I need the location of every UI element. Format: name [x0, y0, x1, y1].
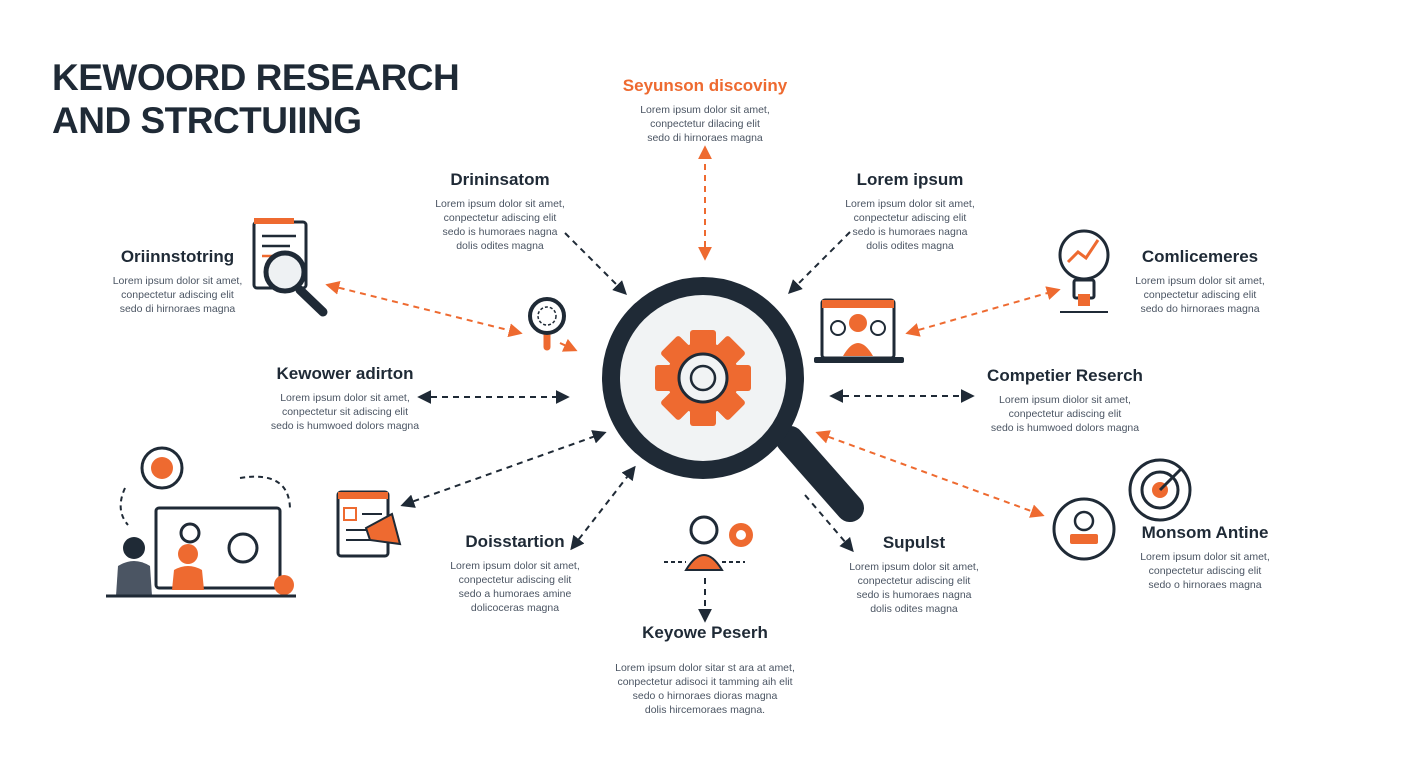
- node-right: Comlicemeres Lorem ipsum dolor sit amet,…: [1095, 247, 1305, 316]
- node-lower-right: Supulst Lorem ipsum dolor sit amet, conp…: [800, 533, 1028, 616]
- lightbulb-chart-icon: [1058, 229, 1110, 313]
- node-bottom: Keyowe Peserh Lorem ipsum dolor sitar st…: [560, 623, 850, 717]
- node-text: Lorem ipsum dolor sit amet,: [280, 392, 410, 404]
- node-heading: Doisstartion: [465, 532, 565, 551]
- node-text: Lorem ipsum dolor sit amet,: [435, 198, 565, 210]
- node-text: conpectetur adiscing elit: [857, 575, 971, 587]
- node-heading: Monsom Antine: [1141, 523, 1269, 542]
- node-heading: Oriinnstotring: [120, 247, 235, 266]
- node-text: conpectetur sit adiscing elit: [281, 406, 409, 418]
- node-text: sedo di hirnoraes magna: [647, 132, 763, 144]
- arrow-lower-right: [804, 494, 854, 553]
- node-text: dolis odites magna: [866, 240, 954, 252]
- document-search-icon: [252, 218, 328, 317]
- node-upper-left: Drininsatom Lorem ipsum dolor sit amet, …: [385, 170, 615, 253]
- node-heading: Comlicemeres: [1141, 247, 1259, 266]
- node-text: dolis odites magna: [456, 240, 544, 252]
- node-text: sedo is humoraes nagna: [856, 589, 972, 601]
- node-heading: Supulst: [882, 533, 946, 552]
- node-heading: Seyunson discoviny: [622, 76, 788, 95]
- node-text: Lorem ipsum dolor sitar st ara at amet,: [615, 662, 795, 674]
- node-text: sedo do hirnoraes magna: [1140, 303, 1260, 315]
- node-text: Lorem ipsum dolor sit amet,: [1135, 275, 1265, 287]
- arrow-left: [325, 280, 523, 338]
- target-icon: [1128, 458, 1192, 522]
- arrow-lower-center-left: [570, 465, 636, 551]
- node-text: sedo di hirnoraes magna: [119, 303, 236, 315]
- title-line-1: KEWOORD RESEARCH: [52, 57, 460, 98]
- node-text: Lorem ipsum dolor sit amet,: [1140, 551, 1270, 563]
- node-text: dolis odites magna: [870, 603, 958, 615]
- central-magnifier-icon: [602, 277, 864, 522]
- node-heading: Drininsatom: [450, 170, 550, 189]
- node-far-lower-right: Monsom Antine Lorem ipsum dolor sit amet…: [1095, 523, 1315, 592]
- arrow-lower-left: [400, 430, 607, 508]
- node-text: conpectetur adiscing elit: [1008, 408, 1122, 420]
- node-text: Lorem ipsum dolor sit amet,: [640, 104, 770, 116]
- node-text: Lorem ipsum dolor sit amet,: [849, 561, 979, 573]
- arrow-upper-right: [788, 231, 851, 294]
- node-mid-left: Kewower adirton Lorem ipsum dolor sit am…: [205, 364, 485, 433]
- node-text: conpectetur adisoci it tamming aih elit: [617, 676, 793, 688]
- node-text: dolis hircemoraes magna.: [644, 704, 766, 716]
- node-text: Lorem ipsum dolor sit amet,: [845, 198, 975, 210]
- node-heading: Competier Reserch: [987, 366, 1143, 385]
- node-text: conpectetur adiscing elit: [443, 212, 557, 224]
- node-text: dolicoceras magna: [470, 602, 560, 614]
- node-text: conpectetur adiscing elit: [1148, 565, 1262, 577]
- team-workspace-icon: [106, 446, 296, 598]
- arrow-magnifier-small: [559, 338, 578, 352]
- node-text: Lorem ipsum diolor sit amet,: [999, 394, 1131, 406]
- person-idea-icon: [664, 515, 753, 571]
- node-heading: Lorem ipsum: [856, 170, 964, 189]
- node-text: conpectetur adiscing elit: [121, 289, 234, 301]
- node-text: sedo is humwoed dolors magna: [990, 422, 1140, 434]
- node-text: conpectetur adiscing elit: [853, 212, 967, 224]
- gear-icon: [655, 330, 751, 426]
- node-mid-right: Competier Reserch Lorem ipsum diolor sit…: [935, 366, 1195, 435]
- arrow-far-right: [815, 430, 1045, 518]
- node-upper-right: Lorem ipsum Lorem ipsum dolor sit amet, …: [795, 170, 1025, 253]
- node-heading: Kewower adirton: [276, 364, 414, 383]
- arrow-right: [905, 286, 1061, 337]
- video-meeting-icon: [814, 298, 904, 363]
- node-text: sedo o hirnoraes dioras magna: [632, 690, 778, 702]
- node-text: conpectetur adiscing elit: [458, 574, 572, 586]
- node-top: Seyunson discoviny Lorem ipsum dolor sit…: [565, 76, 845, 145]
- title-line-2: AND STRCTUIING: [52, 100, 362, 141]
- node-text: sedo o hirnoraes magna: [1148, 579, 1262, 591]
- node-left: Oriinnstotring Lorem ipsum dolor sit ame…: [75, 247, 280, 316]
- node-text: Lorem ipsum dolor sit amet,: [112, 275, 243, 287]
- node-text: sedo a humoraes amine: [458, 588, 572, 600]
- node-text: sedo is humoraes nagna: [442, 226, 558, 238]
- arrow-upper-left: [564, 232, 627, 295]
- node-heading: Keyowe Peserh: [642, 623, 768, 642]
- node-text: sedo is humoraes nagna: [852, 226, 968, 238]
- node-text: Lorem ipsum dolor sit amet,: [450, 560, 580, 572]
- node-text: conpectetur dilacing elit: [650, 118, 760, 130]
- checklist-megaphone-icon: [336, 490, 402, 558]
- node-text: conpectetur adiscing elit: [1143, 289, 1257, 301]
- page-title: KEWOORD RESEARCH AND STRCTUIING: [52, 56, 460, 142]
- small-magnifier-icon: [528, 297, 566, 351]
- node-lower-left: Doisstartion Lorem ipsum dolor sit amet,…: [405, 532, 625, 615]
- node-text: sedo is humwoed dolors magna: [270, 420, 420, 432]
- user-circle-icon: [1052, 497, 1116, 561]
